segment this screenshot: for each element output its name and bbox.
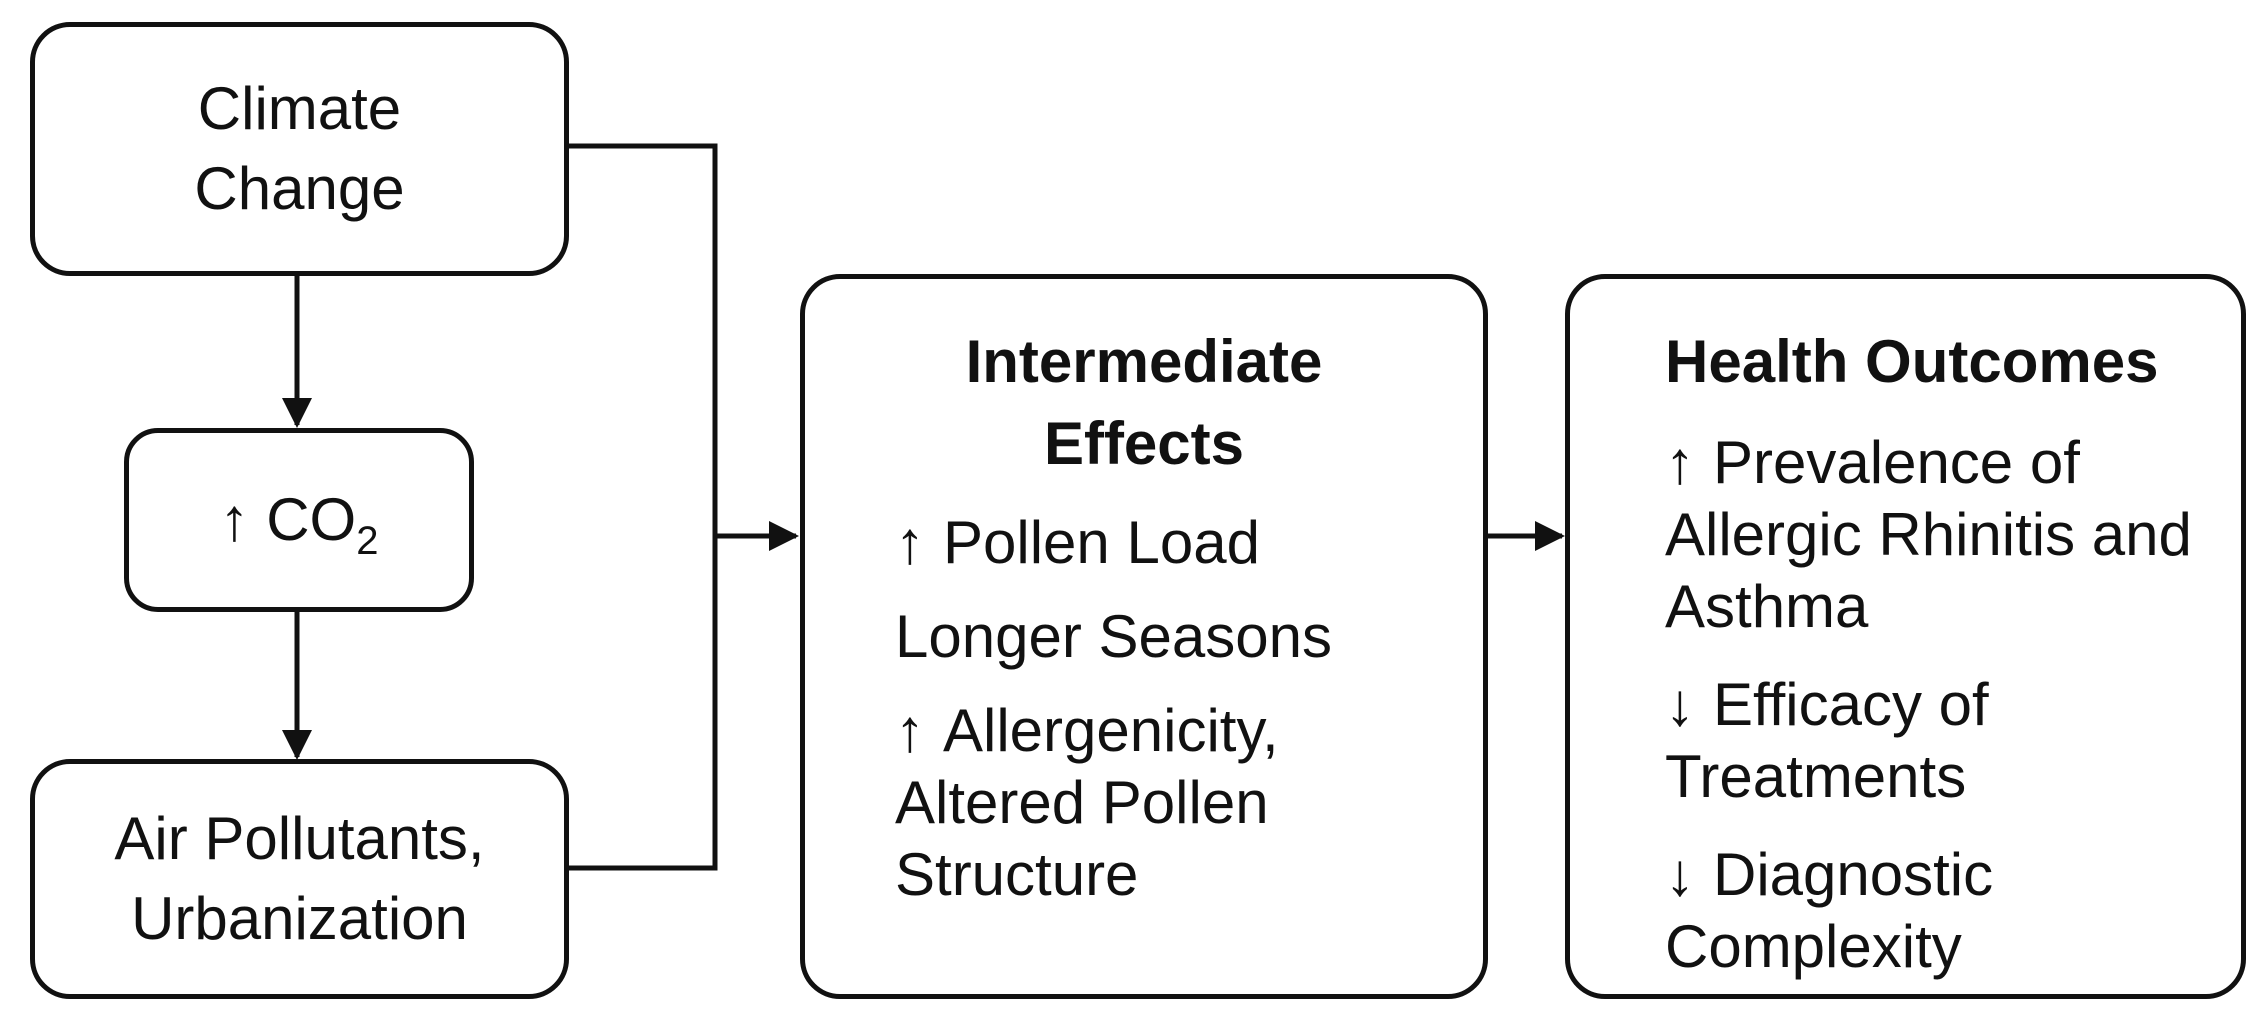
outcome-line: ↑ Prevalence of (1665, 427, 2231, 499)
up-arrow-icon: ↑ (895, 509, 925, 576)
co2-subscript: 2 (356, 519, 379, 563)
down-arrow-icon: ↓ (1665, 841, 1695, 908)
outcome-line: Complexity (1665, 913, 1962, 980)
climate-change-label-line-2: Change (194, 155, 405, 222)
connector-climate-bracket (569, 143, 718, 536)
effect-item-longer-seasons: Longer Seasons (895, 601, 1473, 673)
connector-pollutants-bracket (569, 536, 718, 871)
intermediate-effects-list: ↑ Pollen Load Longer Seasons ↑ Allergenici… (895, 507, 1473, 911)
outcome-line: ↓ Diagnostic (1665, 839, 2231, 911)
co2-text: CO (266, 486, 357, 553)
intermediate-effects-title-line-2: Effects (1043, 410, 1245, 477)
outcome-item-prevalence: ↑ Prevalence of Allergic Rhinitis and Ast… (1665, 427, 2231, 643)
air-pollutants-label-line-2: Urbanization (131, 885, 468, 952)
intermediate-effects-title-line-1: Intermediate (965, 328, 1323, 395)
effect-text: Allergenicity, (943, 697, 1279, 764)
climate-change-box: Climate Change (30, 22, 569, 276)
effect-item-allergenicity: ↑ Allergenicity, Altered Pollen Structure (895, 695, 1473, 911)
outcome-line: Asthma (1665, 573, 1869, 640)
up-arrow-icon: ↑ (219, 486, 250, 553)
health-outcomes-panel: Health Outcomes ↑ Prevalence of Allergic … (1565, 274, 2246, 999)
effect-line: Structure (895, 841, 1139, 908)
health-outcomes-title: Health Outcomes (1665, 328, 2159, 395)
effect-line: Altered Pollen (895, 769, 1269, 836)
health-outcomes-list: ↑ Prevalence of Allergic Rhinitis and Ast… (1665, 427, 2231, 983)
effect-text: Pollen Load (943, 509, 1260, 576)
outcome-text: Prevalence of (1713, 429, 2080, 496)
outcome-line: ↓ Efficacy of (1665, 669, 2231, 741)
outcome-line: Allergic Rhinitis and (1665, 501, 2192, 568)
outcome-item-efficacy: ↓ Efficacy of Treatments (1665, 669, 2231, 813)
up-arrow-icon: ↑ (895, 697, 925, 764)
effect-text: Longer Seasons (895, 603, 1332, 670)
co2-label: ↑ CO2 (219, 480, 379, 563)
down-arrow-icon: ↓ (1665, 671, 1695, 738)
outcome-text: Efficacy of (1713, 671, 1989, 738)
intermediate-effects-panel: Intermediate Effects ↑ Pollen Load Longer… (800, 274, 1488, 999)
intermediate-effects-title: Intermediate Effects (805, 321, 1483, 485)
air-pollutants-label-line-1: Air Pollutants, (114, 805, 485, 872)
outcome-text: Diagnostic (1713, 841, 1994, 908)
effect-item-pollen-load: ↑ Pollen Load (895, 507, 1473, 579)
co2-box: ↑ CO2 (124, 428, 474, 612)
effect-line: ↑ Allergenicity, (895, 695, 1473, 767)
outcome-line: Treatments (1665, 743, 1967, 810)
up-arrow-icon: ↑ (1665, 429, 1695, 496)
outcome-item-diagnostic: ↓ Diagnostic Complexity (1665, 839, 2231, 983)
climate-change-label-line-1: Climate (197, 75, 402, 142)
air-pollutants-box: Air Pollutants, Urbanization (30, 759, 569, 999)
